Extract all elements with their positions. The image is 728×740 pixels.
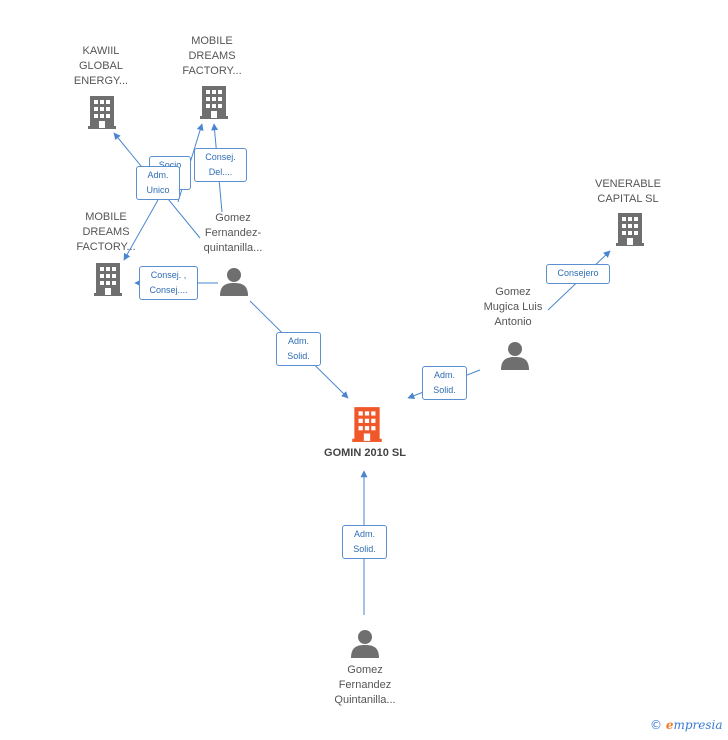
- brand-initial: e: [665, 718, 674, 732]
- node-label-venerable: VENERABLE CAPITAL SL: [594, 178, 662, 205]
- node-label-gfq: Gomez Fernandez- quintanilla...: [203, 212, 263, 254]
- brand-name: mpresia: [673, 718, 723, 732]
- building-icon[interactable]: [92, 261, 124, 297]
- person-icon[interactable]: [500, 340, 530, 370]
- person-icon[interactable]: [219, 266, 249, 296]
- node-label-mobile2: MOBILE DREAMS FACTORY...: [76, 211, 136, 253]
- edge-label-consejero[interactable]: Consejero: [546, 264, 610, 284]
- empresia-logo[interactable]: © empresia: [650, 718, 723, 732]
- edge-label-consej[interactable]: Consej. , Consej....: [139, 266, 198, 300]
- node-label-gfq2: Gomez Fernandez Quintanilla...: [334, 664, 396, 706]
- building-icon-center[interactable]: [350, 405, 384, 443]
- copyright-icon: ©: [650, 718, 662, 732]
- node-label-gomin: GOMIN 2010 SL: [324, 447, 406, 459]
- edge-label-consej-del[interactable]: Consej. Del....: [194, 148, 247, 182]
- building-icon[interactable]: [614, 211, 646, 247]
- edge-label-adm-unico[interactable]: Adm. Unico: [136, 166, 180, 200]
- edge-label-adm-solid-2[interactable]: Adm. Solid.: [422, 366, 467, 400]
- node-label-gmla: Gomez Mugica Luis Antonio: [483, 286, 543, 328]
- edge-gfq-mobile2-a: [123, 199, 159, 261]
- edge-label-adm-solid-1[interactable]: Adm. Solid.: [276, 332, 321, 366]
- node-label-mobile1: MOBILE DREAMS FACTORY...: [182, 35, 242, 77]
- node-label-kawiil: KAWIIL GLOBAL ENERGY...: [73, 45, 129, 87]
- person-icon[interactable]: [350, 628, 380, 658]
- building-icon[interactable]: [86, 94, 118, 130]
- edge-label-adm-solid-3[interactable]: Adm. Solid.: [342, 525, 387, 559]
- building-icon[interactable]: [198, 84, 230, 120]
